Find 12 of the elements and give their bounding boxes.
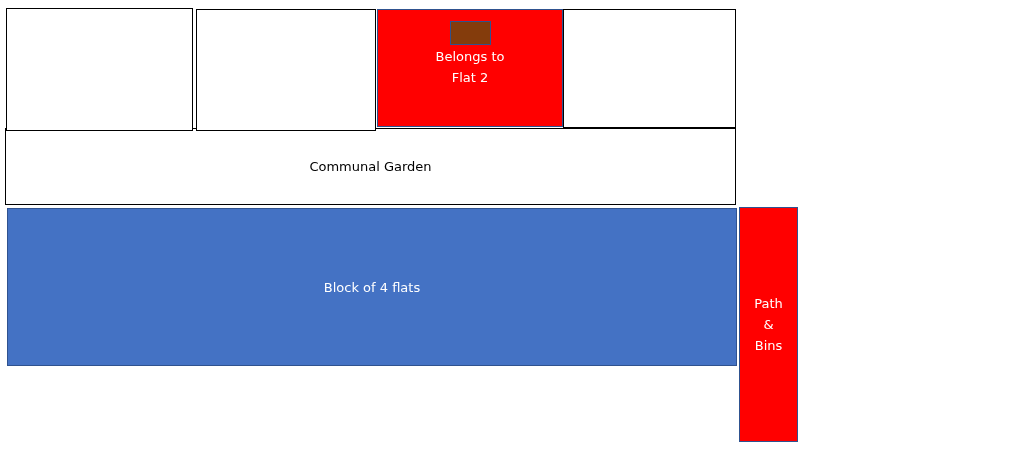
garden-plot	[6, 8, 193, 131]
shed-marker	[450, 21, 491, 45]
plot-label: Belongs to Flat 2	[434, 48, 506, 87]
communal-garden-area	[5, 128, 736, 205]
building-block	[7, 208, 737, 366]
area-label: Communal Garden	[309, 158, 432, 176]
garden-plot	[196, 9, 376, 131]
path-strip	[739, 207, 798, 442]
private-garden-plot	[377, 9, 563, 127]
building-label: Block of 4 flats	[323, 278, 421, 297]
garden-plot	[563, 9, 736, 128]
path-label: Path & Bins	[753, 295, 784, 355]
